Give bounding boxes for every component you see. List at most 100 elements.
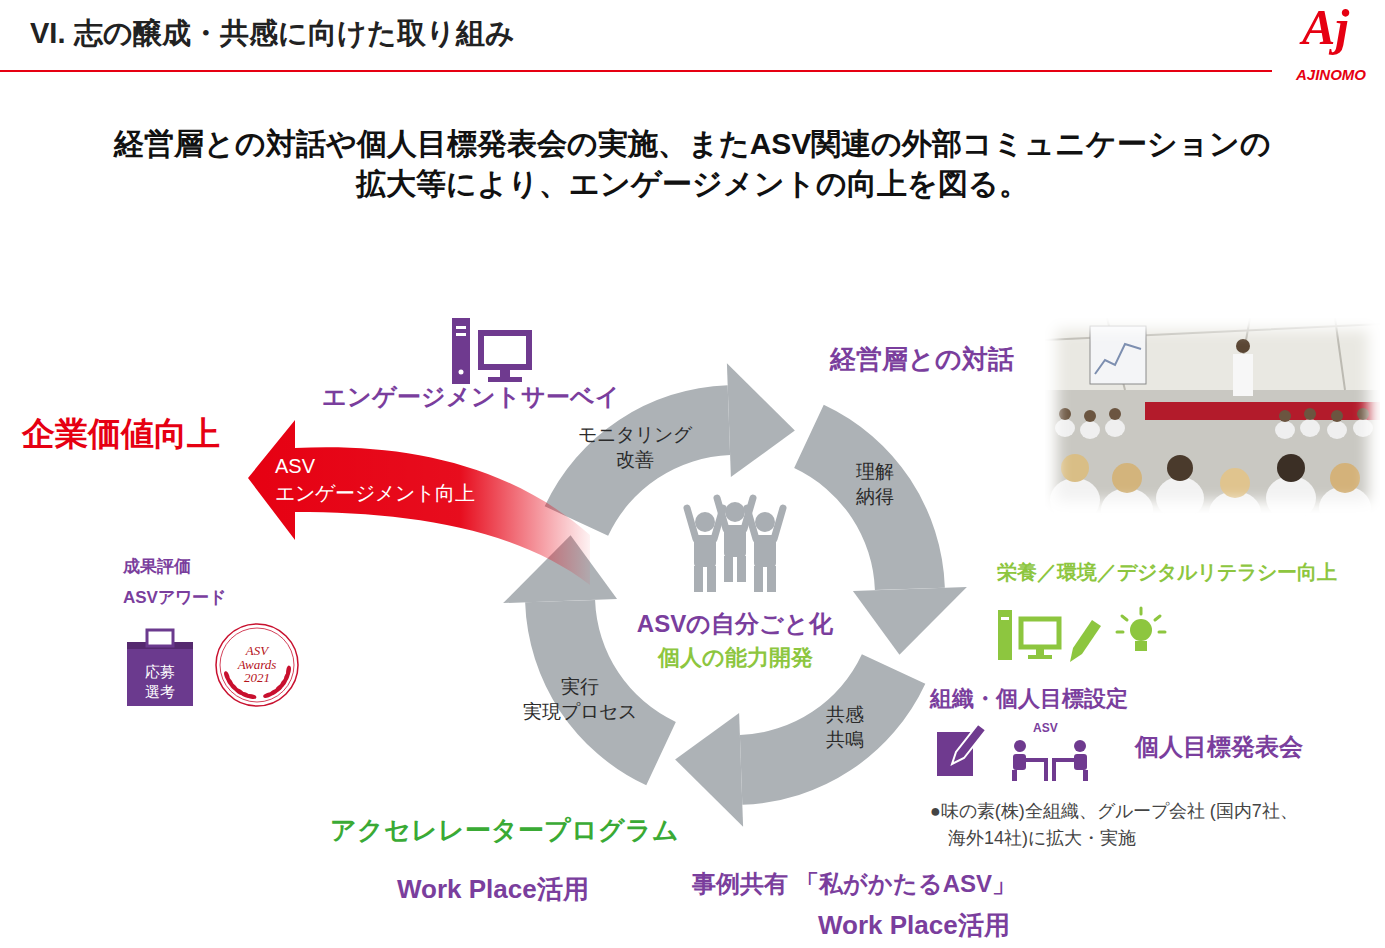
lead-text: 経営層との対話や個人目標発表会の実施、またASV関連の外部コミュニケーションの … [30, 124, 1355, 204]
award-seal-shape [216, 624, 298, 706]
people-icon [754, 566, 763, 592]
award-heading: 成果評価 [123, 557, 191, 577]
dialogue-heading: 経営層との対話 [830, 344, 1014, 375]
cycle-step: 理解 納得 [852, 460, 898, 509]
ballot-box: 応募 選考 [127, 628, 193, 706]
meeting-photo [1061, 454, 1089, 482]
meeting-photo [1045, 318, 1380, 535]
goal-setting-icons [952, 724, 986, 764]
meeting-photo [1101, 488, 1153, 532]
award-seal-shape [216, 624, 298, 706]
meeting-photo [1167, 455, 1193, 481]
people-icon [687, 498, 783, 592]
goal-setting-icons [1074, 754, 1087, 770]
case-sharing-heading: 事例共有 「私がかたるASV」 [692, 870, 1016, 899]
meeting-photo [1059, 408, 1369, 422]
tool-label: Work Place活用 [397, 874, 589, 905]
goal-setting-icons [1012, 770, 1017, 781]
meeting-photo [1045, 318, 1380, 390]
node-text: 応募 選考 [135, 662, 185, 701]
goal-setting-icons [1044, 762, 1048, 781]
goal-setting-icons [1083, 770, 1088, 781]
tool-label: Work Place活用 [818, 910, 1010, 941]
meeting-photo [1090, 326, 1146, 384]
literacy-icons [998, 608, 1165, 662]
cycle-arrow-head [675, 713, 743, 827]
people-icon [717, 498, 726, 529]
survey-icon [481, 333, 529, 367]
meeting-photo [1145, 402, 1380, 420]
cycle-ring: ASVの自分ごと化個人の能力開発 [500, 360, 970, 830]
literacy-icons [1021, 619, 1059, 647]
meeting-photo [1266, 476, 1316, 520]
icon-caption: ASV [1033, 721, 1058, 735]
meeting-photo [1045, 318, 1380, 513]
literacy-icons [1036, 649, 1044, 655]
people-icon [725, 502, 745, 522]
literacy-icons [1117, 608, 1165, 632]
people-icon [737, 556, 746, 582]
meeting-photo [1330, 463, 1360, 493]
node-text: ASVの自分ごと化 [610, 610, 860, 639]
meeting-photo [1084, 410, 1096, 422]
meeting-photo [1080, 421, 1100, 439]
meeting-photo [1156, 477, 1204, 519]
goal-setting-icons [1052, 762, 1056, 781]
cycle-step: 実行 実現プロセス [515, 675, 645, 724]
literacy-icons [998, 610, 1012, 660]
people-icon [695, 512, 715, 532]
meeting-photo [1050, 478, 1100, 522]
meeting-photo [1331, 410, 1343, 422]
slide-title: VI. 志の醸成・共感に向けた取り組み [30, 16, 515, 51]
survey-icon [452, 318, 470, 384]
goal-label: 企業価値向上 [22, 414, 220, 454]
cycle-arrows [503, 363, 967, 827]
goal-setting-icons [1013, 754, 1026, 770]
meeting-photo [1236, 339, 1250, 353]
people-icon [747, 508, 756, 539]
survey-icon [452, 318, 529, 384]
award-seal-shape [223, 670, 231, 681]
meeting-photo [1045, 318, 1380, 535]
award-seal: ASV Awards 2021 [214, 622, 300, 708]
title-rule [0, 70, 1272, 72]
meeting-photo [1353, 419, 1373, 437]
goal-setting-icons [1026, 758, 1048, 762]
meeting-photo [1277, 454, 1305, 482]
survey-icon [488, 377, 522, 382]
ballot-box-shape [147, 630, 173, 646]
literacy-heading: 栄養／環境／デジタルリテラシー向上 [997, 560, 1337, 584]
logo-mark: Aj [1302, 2, 1349, 52]
literacy-icons [1070, 620, 1101, 662]
node-text: 個人の能力開発 [610, 645, 860, 671]
presentation-heading: 個人目標発表会 [1135, 733, 1303, 762]
meeting-photo [1112, 463, 1142, 493]
ballot-box-shape [127, 646, 193, 706]
meeting-photo [1327, 421, 1347, 439]
ballot-box-shape [127, 630, 193, 706]
meeting-photo [1045, 318, 1380, 390]
goal-setting-icons [1014, 740, 1026, 752]
award-heading: ASVアワード [123, 588, 226, 608]
cycle-step: モニタリング 改善 [570, 423, 700, 472]
goal-setting-icons [1052, 758, 1074, 762]
meeting-photo [1055, 419, 1373, 439]
meeting-photo [1059, 408, 1071, 420]
cycle-arrow-body [740, 654, 925, 805]
engagement-arrow-shape [248, 420, 590, 585]
logo-wordmark: AJINOMO [1296, 66, 1366, 84]
people-icon [774, 508, 783, 539]
people-icon [694, 566, 703, 592]
award-seal-shape [262, 691, 273, 699]
cycle-step: 共感 共鳴 [822, 703, 868, 752]
survey-icon [456, 333, 466, 336]
meeting-photo [1220, 468, 1250, 498]
meeting-photo [1233, 354, 1253, 396]
meeting-photo [1095, 344, 1141, 374]
engagement-arrow: ASV エンゲージメント向上 [245, 415, 590, 590]
survey-icon [459, 370, 464, 375]
meeting-photo [1050, 476, 1371, 535]
literacy-icons [1028, 655, 1052, 659]
cycle-arrow-body [794, 405, 945, 590]
meeting-photo [1275, 421, 1295, 439]
